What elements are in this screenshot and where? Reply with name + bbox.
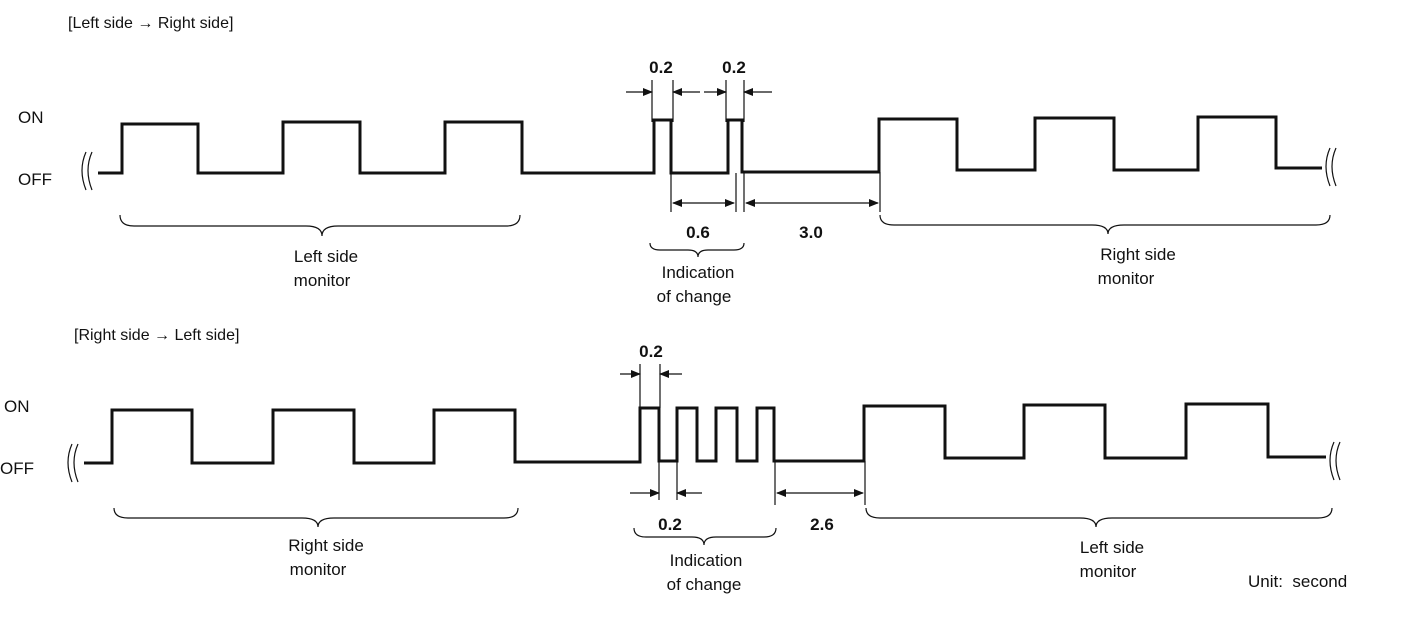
diagram-2-title: [Right side → Left side] [74, 327, 239, 344]
diagram-2-break-right [1329, 441, 1335, 481]
diagram-1-dim-pulse-1: 0.2 [649, 58, 673, 77]
diagram-2-dim-gap: 2.6 [810, 515, 834, 534]
diagram-1-dim-period: 0.6 [686, 223, 710, 242]
diagram-1-mid-label-line1: Indication [662, 263, 735, 282]
diagram-1-title: [Left side → Right side] [68, 15, 233, 32]
diagram-1-mid-label-line2: of change [657, 287, 732, 306]
unit-note: Unit: second [1248, 572, 1347, 591]
diagram-1-right-label-line2: monitor [1098, 269, 1155, 288]
diagram-2-break-left [67, 443, 73, 483]
diagram-1-dim-gap: 3.0 [799, 223, 823, 242]
diagram-2-dim-pulse-2: 0.2 [658, 515, 682, 534]
diagram-2-dim-pulse-1: 0.2 [639, 342, 663, 361]
diagram-1-on-label: ON [18, 108, 44, 127]
diagram-2-mid-label-line1: Indication [670, 551, 743, 570]
diagram-1-dim-pulse-2: 0.2 [722, 58, 746, 77]
diagram-2-mid-label-line2: of change [667, 575, 742, 594]
diagram-2-off-label: OFF [0, 459, 34, 478]
diagram-1-break-right [1325, 147, 1331, 187]
diagram-2-right-label-line2: monitor [1080, 562, 1137, 581]
diagram-2-left-brace [113, 507, 519, 528]
diagram-1-right-label-line1: Right side [1100, 245, 1176, 264]
diagram-1-mid-brace [649, 242, 745, 258]
diagram-1-left-label-line1: Left side [294, 247, 358, 266]
diagram-1-waveform [98, 115, 1322, 175]
diagram-2-right-label-line1: Left side [1080, 538, 1144, 557]
diagram-2-mid-brace [633, 527, 777, 546]
diagram-1-left-label-line2: monitor [294, 271, 351, 290]
diagram-2-waveform [84, 402, 1326, 465]
diagram-2-right-brace [865, 507, 1333, 528]
diagram-2-left-label-line1: Right side [288, 536, 364, 555]
diagram-1-left-brace [119, 214, 521, 237]
diagram-1-right-brace [879, 214, 1331, 235]
diagram-2-left-label-line2: monitor [290, 560, 347, 579]
diagram-2-on-label: ON [4, 397, 30, 416]
diagram-1-off-label: OFF [18, 170, 52, 189]
diagram-1-break-left [81, 151, 87, 191]
